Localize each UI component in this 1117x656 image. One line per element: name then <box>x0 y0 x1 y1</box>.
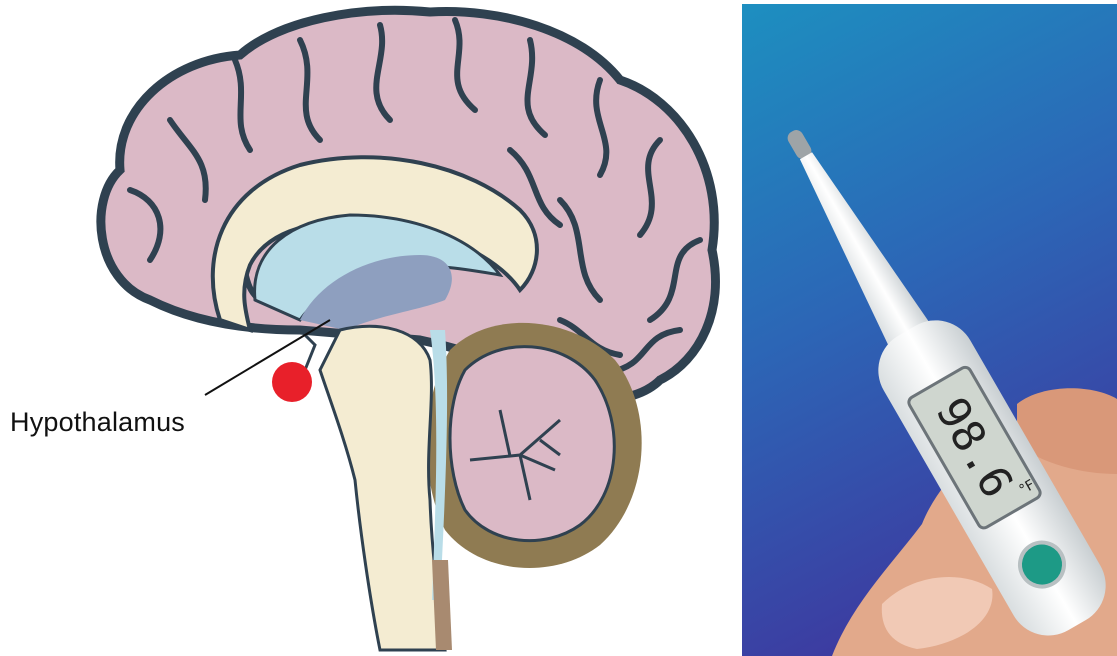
thermometer-photo: 98.6 °F <box>742 4 1117 656</box>
brainstem <box>320 326 445 650</box>
hypothalamus-marker <box>272 362 312 402</box>
brain-illustration <box>0 0 735 656</box>
thermometer-illustration: 98.6 °F <box>742 4 1117 656</box>
brain-diagram: Hypothalamus <box>0 0 735 656</box>
hypothalamus-label: Hypothalamus <box>10 407 185 438</box>
